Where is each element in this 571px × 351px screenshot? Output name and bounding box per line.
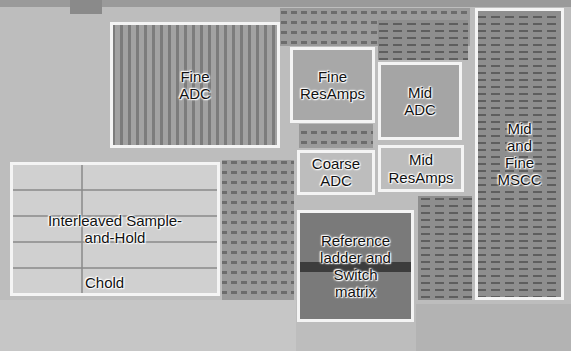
logic-area	[299, 124, 373, 148]
fine-adc-area	[112, 24, 278, 146]
hold-cap-lines	[12, 164, 218, 294]
mscc-area	[477, 10, 562, 298]
block-outline: Coarse ADC	[297, 150, 375, 195]
block-label: Interleaved Sample-and-Hold	[45, 212, 185, 247]
bottom-edge	[0, 300, 296, 351]
block-outline: Fine ADC	[110, 22, 280, 148]
sample-hold-area	[12, 164, 218, 294]
block-label: Chold	[85, 274, 124, 291]
block-outline: Interleaved Sample-and-HoldChold	[10, 162, 220, 296]
bottom-edge	[416, 304, 571, 351]
switch-area	[222, 160, 294, 300]
block-outline: Mid and Fine MSCC	[475, 8, 564, 300]
block-label: Mid ResAmps	[384, 151, 458, 186]
block-label: Fine ADC	[170, 68, 220, 103]
block-outline: Mid ResAmps	[378, 145, 464, 192]
block-outline: Fine ResAmps	[290, 47, 375, 123]
block-label: Reference ladder and Switch matrix	[316, 232, 396, 301]
block-outline: Reference ladder and Switch matrix	[297, 210, 414, 322]
pad	[70, 0, 102, 14]
block-label: Mid ADC	[400, 84, 440, 119]
block-outline: Mid ADC	[378, 62, 462, 140]
adc-area	[380, 64, 460, 138]
resamp-area	[292, 49, 373, 121]
ladder-area	[299, 212, 412, 320]
logic-area	[378, 20, 468, 60]
block-label: Fine ResAmps	[297, 68, 369, 103]
logic-area	[418, 196, 472, 300]
block-label: Coarse ADC	[303, 155, 369, 190]
block-label: Mid and Fine MSCC	[495, 120, 545, 189]
